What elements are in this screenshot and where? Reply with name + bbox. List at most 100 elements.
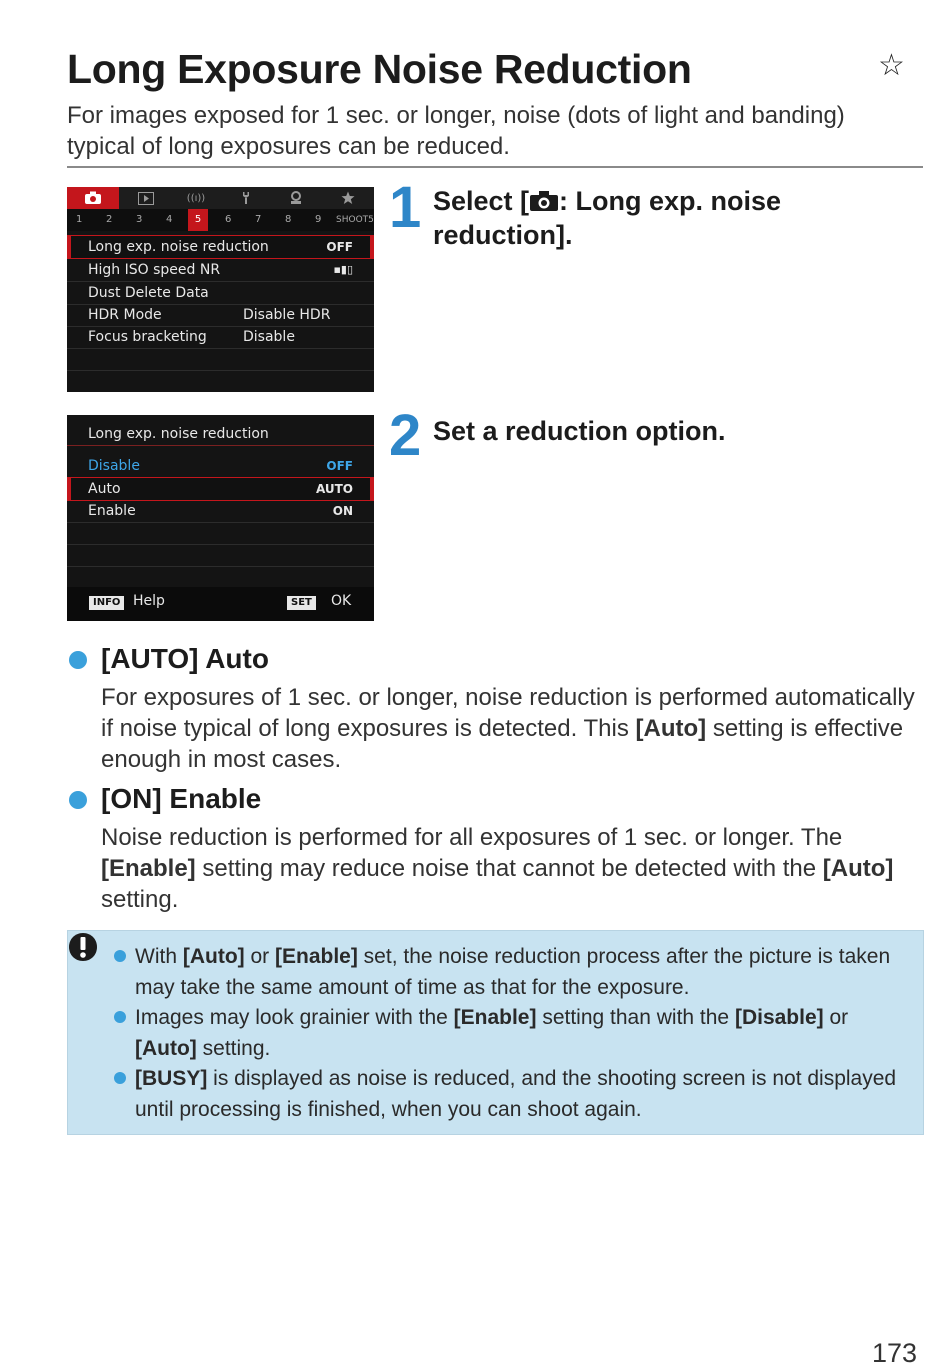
option-label: Auto bbox=[88, 481, 121, 497]
page-number-9: 9 bbox=[315, 214, 322, 225]
menu-page-label: SHOOT5 bbox=[336, 215, 374, 225]
page-number-1: 1 bbox=[76, 214, 83, 225]
menu-tab-bar: ((ı)) bbox=[67, 187, 374, 209]
note-text: set, the noise reduction process after t… bbox=[135, 945, 891, 999]
ok-label[interactable]: OK bbox=[331, 593, 352, 609]
note-bold: [Auto] bbox=[135, 1037, 197, 1060]
note-text: is displayed as noise is reduced, and th… bbox=[135, 1067, 897, 1121]
menu-row-hdr-mode[interactable]: HDR Mode Disable HDR bbox=[67, 304, 374, 327]
menu-row-label: Focus bracketing bbox=[88, 329, 207, 345]
note-text: or bbox=[244, 945, 275, 968]
help-label[interactable]: Help bbox=[133, 593, 165, 609]
option-badge: OFF bbox=[326, 459, 353, 473]
option-disable[interactable]: Disable OFF bbox=[67, 455, 374, 478]
page-number-7: 7 bbox=[255, 214, 262, 225]
menu-row-value: Disable bbox=[243, 329, 295, 345]
menu-row-value: Disable HDR bbox=[243, 307, 331, 323]
note-text: setting than with the bbox=[536, 1006, 735, 1029]
page-number-4: 4 bbox=[166, 214, 173, 225]
option-empty-row bbox=[67, 544, 374, 567]
enable-body-text-mid: setting may reduce noise that cannot be … bbox=[195, 855, 823, 882]
enable-body-bold-auto: [Auto] bbox=[822, 855, 894, 882]
page-number-5: 5 bbox=[188, 209, 208, 231]
intro-text: For images exposed for 1 sec. or longer,… bbox=[67, 102, 845, 160]
option-badge: ON bbox=[332, 504, 353, 518]
menu-row-empty bbox=[67, 348, 374, 371]
my-menu-tab-icon bbox=[329, 187, 367, 209]
wrench-tab-icon bbox=[227, 187, 265, 209]
menu-row-focus-bracketing[interactable]: Focus bracketing Disable bbox=[67, 326, 374, 349]
note-text: or bbox=[823, 1006, 849, 1029]
auto-option-heading: [AUTO] Auto bbox=[101, 643, 269, 674]
noise-reduction-option-screen: Long exp. noise reduction Disable OFF Au… bbox=[67, 415, 374, 621]
caution-box bbox=[67, 930, 924, 1135]
caution-note-3: [BUSY] is displayed as noise is reduced,… bbox=[135, 1063, 905, 1125]
note-text: With bbox=[135, 945, 183, 968]
option-auto[interactable]: Auto AUTO bbox=[67, 477, 374, 501]
option-screen-header: Long exp. noise reduction bbox=[67, 423, 374, 446]
step-number: 2 bbox=[389, 403, 422, 468]
menu-row-dust-delete[interactable]: Dust Delete Data bbox=[67, 282, 374, 305]
menu-row-badge: OFF bbox=[326, 240, 353, 254]
caution-note-1: With [Auto] or [Enable] set, the noise r… bbox=[135, 941, 905, 1003]
option-label: Disable bbox=[88, 458, 140, 474]
bullet-icon bbox=[69, 791, 87, 809]
camera-icon bbox=[530, 191, 559, 211]
page-number-6: 6 bbox=[225, 214, 232, 225]
auto-body-bold: [Auto] bbox=[635, 715, 707, 742]
playback-tab-icon bbox=[127, 187, 165, 209]
menu-page-numbers: 1 2 3 4 5 6 7 8 9 SHOOT5 bbox=[67, 209, 374, 231]
step-number: 1 bbox=[389, 175, 422, 240]
camera-menu-screen: ((ı)) 1 2 3 4 5 6 7 8 9 SHOOT5 Long exp.… bbox=[67, 187, 374, 392]
auto-option-body: For exposures of 1 sec. or longer, noise… bbox=[101, 682, 921, 775]
note-bold: [Enable] bbox=[453, 1006, 537, 1029]
caution-icon bbox=[69, 933, 97, 961]
option-empty-row bbox=[67, 522, 374, 545]
note-bold: [Enable] bbox=[275, 945, 358, 968]
menu-row-label: Long exp. noise reduction bbox=[88, 239, 269, 255]
note-bullet-icon bbox=[114, 1011, 126, 1023]
set-key-icon: SET bbox=[287, 596, 316, 610]
auto-body-text-end: setting is effective enough in most case… bbox=[101, 715, 904, 773]
bullet-icon bbox=[69, 651, 87, 669]
menu-row-label: Dust Delete Data bbox=[88, 285, 209, 301]
step-1-text: Select [: Long exp. noise reduction]. bbox=[433, 184, 913, 252]
option-screen-footer: INFO Help SET OK bbox=[67, 587, 374, 621]
enable-option-heading: [ON] Enable bbox=[101, 783, 262, 814]
page-number-8: 8 bbox=[285, 214, 292, 225]
page-title: Long Exposure Noise Reduction bbox=[67, 46, 692, 92]
enable-body-text: Noise reduction is performed for all exp… bbox=[101, 824, 843, 851]
step-text-pre: Select [ bbox=[433, 186, 530, 216]
note-bold: [Auto] bbox=[182, 945, 245, 968]
option-empty-row bbox=[67, 566, 374, 589]
header-divider bbox=[67, 166, 923, 168]
enable-body-bold: [Enable] bbox=[101, 855, 196, 882]
enable-body-text-end: setting. bbox=[101, 886, 179, 913]
page-number-3: 3 bbox=[136, 214, 143, 225]
info-key-icon: INFO bbox=[89, 596, 125, 610]
wireless-tab-icon: ((ı)) bbox=[186, 193, 206, 204]
note-bullet-icon bbox=[114, 950, 126, 962]
nr-level-icon: ▪▮▯ bbox=[333, 263, 353, 276]
menu-row-label: High ISO speed NR bbox=[88, 262, 221, 278]
option-screen-title: Long exp. noise reduction bbox=[88, 426, 269, 442]
note-bullet-icon bbox=[114, 1072, 126, 1084]
camera-tab-icon bbox=[67, 187, 119, 209]
option-label: Enable bbox=[88, 503, 136, 519]
note-text: setting. bbox=[196, 1037, 271, 1060]
step-2-text: Set a reduction option. bbox=[433, 416, 726, 446]
menu-row-label: HDR Mode bbox=[88, 307, 162, 323]
option-enable[interactable]: Enable ON bbox=[67, 500, 374, 523]
option-badge: AUTO bbox=[315, 482, 353, 496]
step-text-post: : Long exp. noise reduction]. bbox=[433, 186, 782, 250]
note-bold: [Disable] bbox=[734, 1006, 824, 1029]
page-number: 173 bbox=[872, 1338, 918, 1368]
custom-functions-tab-icon bbox=[277, 187, 315, 209]
note-bold: [BUSY] bbox=[135, 1067, 208, 1090]
menu-row-high-iso-nr[interactable]: High ISO speed NR ▪▮▯ bbox=[67, 259, 374, 282]
star-icon: ☆ bbox=[878, 49, 905, 82]
auto-body-text: For exposures of 1 sec. or longer, noise… bbox=[101, 684, 915, 742]
page-number-2: 2 bbox=[106, 214, 113, 225]
menu-row-long-exp-nr[interactable]: Long exp. noise reduction OFF bbox=[67, 235, 374, 259]
enable-option-body: Noise reduction is performed for all exp… bbox=[101, 822, 921, 915]
